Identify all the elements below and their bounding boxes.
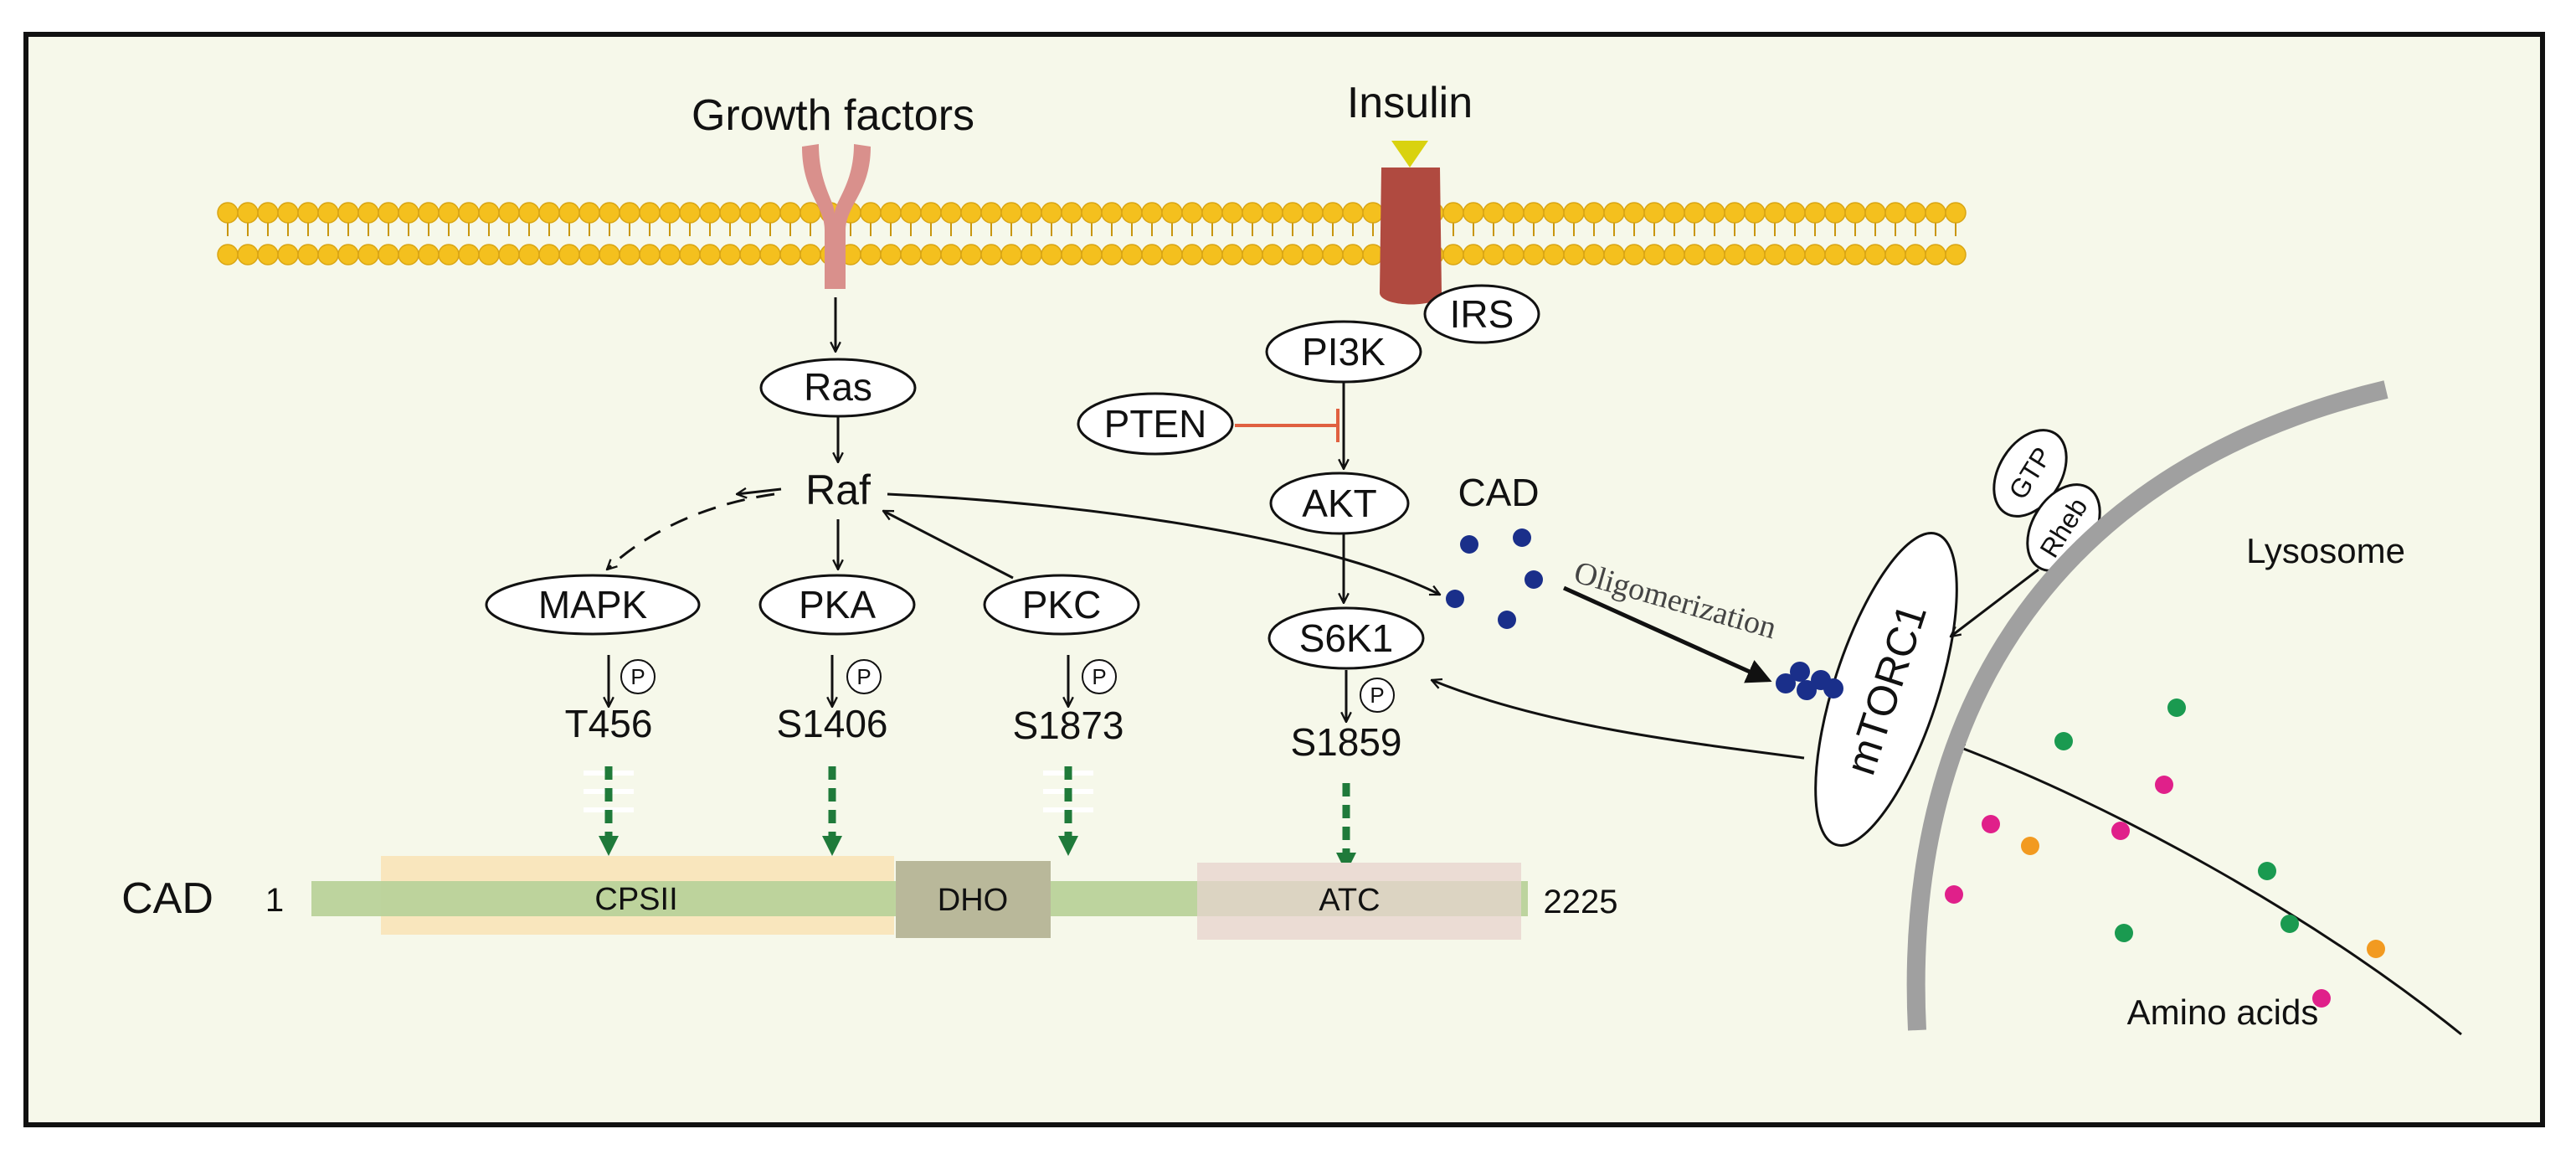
cad-bar-start: 1 bbox=[265, 882, 284, 919]
insulin-label: Insulin bbox=[1347, 79, 1473, 127]
cad-oligomer bbox=[1776, 662, 1843, 700]
site-label: S1406 bbox=[776, 702, 887, 745]
phospho-label: P bbox=[856, 664, 871, 689]
mtorc1-to-s6k1-arrow bbox=[1432, 680, 1805, 760]
pi3k-node bbox=[1265, 320, 1422, 384]
raf-to-mapk-arrow bbox=[607, 492, 775, 570]
rheb-to-mtorc1-arrow bbox=[1951, 568, 2039, 637]
dho-label: DHO bbox=[938, 883, 1008, 918]
raf-to-cad-arrow bbox=[887, 492, 1440, 596]
pkc-label: PKC bbox=[1022, 583, 1102, 626]
phospho-label: P bbox=[1370, 683, 1384, 708]
phospho-label: P bbox=[630, 664, 645, 689]
insulin-ligand bbox=[1391, 141, 1428, 168]
pi3k-label: PI3K bbox=[1302, 330, 1386, 374]
pten-label: PTEN bbox=[1104, 402, 1207, 446]
ras-label: Ras bbox=[804, 365, 872, 409]
raf-label: Raf bbox=[805, 467, 871, 513]
pkc-to-raf-arrow bbox=[883, 509, 1014, 580]
pten-inhibition bbox=[1235, 409, 1339, 442]
s6k1-node bbox=[1267, 606, 1425, 670]
mapk-node bbox=[485, 574, 701, 636]
irs-node bbox=[1423, 284, 1540, 344]
cell-membrane bbox=[217, 202, 1967, 265]
akt-label: AKT bbox=[1302, 482, 1376, 525]
mapk-label: MAPK bbox=[538, 583, 648, 626]
cad-bar-end: 2225 bbox=[1544, 884, 1618, 920]
akt-node bbox=[1269, 472, 1410, 535]
amino-acids-label: Amino acids bbox=[2127, 992, 2319, 1032]
oligomerization-label: Oligomerization bbox=[1571, 554, 1781, 646]
insulin-receptor bbox=[1380, 141, 1442, 305]
irs-label: IRS bbox=[1450, 292, 1514, 336]
cad-dots bbox=[1446, 528, 1543, 629]
atc-label: ATC bbox=[1319, 883, 1380, 918]
cad-protein-bar bbox=[311, 856, 1528, 940]
lysosome-membrane bbox=[1906, 380, 2388, 1031]
amino-acids-to-mtorc1-arrow bbox=[1955, 745, 2462, 1036]
cad-bar-name: CAD bbox=[121, 874, 213, 923]
s6k1-label: S6K1 bbox=[1299, 616, 1394, 660]
pten-node bbox=[1077, 392, 1234, 456]
site-label: S1859 bbox=[1290, 720, 1401, 764]
cad-top-label: CAD bbox=[1458, 471, 1539, 514]
phospho-circle bbox=[620, 659, 656, 694]
lysosome-label: Lysosome bbox=[2246, 531, 2405, 570]
pkc-node bbox=[983, 574, 1140, 636]
pka-label: PKA bbox=[799, 583, 876, 626]
phospho-circle bbox=[1360, 678, 1395, 713]
growth-factors-label: Growth factors bbox=[692, 91, 974, 140]
amino-acid-dots bbox=[1945, 698, 2385, 1008]
pka-node bbox=[758, 574, 916, 636]
oligomerization-arrow bbox=[1562, 585, 1772, 683]
phospho-circle bbox=[1082, 659, 1117, 694]
site-label: S1873 bbox=[1012, 704, 1123, 747]
gtp-node bbox=[1992, 429, 2068, 518]
raf-left-arrowhead bbox=[737, 489, 782, 494]
dho-domain bbox=[896, 861, 1051, 938]
cpsii-label: CPSII bbox=[594, 882, 677, 917]
site-label: T456 bbox=[565, 702, 653, 745]
phospho-circle bbox=[846, 659, 882, 694]
growth-factor-receptor bbox=[802, 144, 871, 289]
phospho-label: P bbox=[1092, 664, 1106, 689]
mtorc1-node bbox=[1814, 532, 1958, 847]
